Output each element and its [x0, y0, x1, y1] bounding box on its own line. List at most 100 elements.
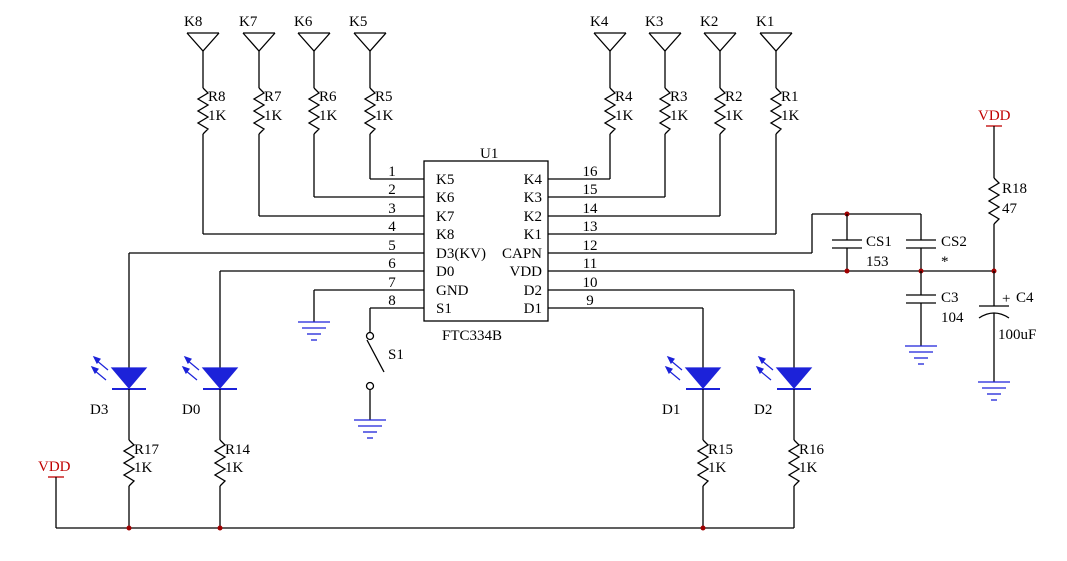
resistor-value: 1K [670, 108, 689, 124]
antenna-label: K6 [294, 14, 313, 30]
pin-number: 1 [388, 164, 396, 180]
pin-name: K2 [524, 209, 542, 225]
vdd-label: VDD [38, 459, 71, 475]
ic-body [423, 160, 549, 322]
polarity-mark: + [1002, 291, 1010, 307]
cap-value: 104 [941, 310, 964, 326]
cap-value: 153 [866, 254, 889, 270]
pin-number: 8 [388, 293, 396, 309]
cap-ref: C3 [941, 290, 959, 306]
led-d1-icon [684, 367, 722, 389]
ic-left-pin-numbers: 1 2 3 4 5 6 7 8 [388, 164, 396, 309]
pin-name: VDD [510, 264, 543, 280]
led-d3-icon [110, 367, 148, 389]
resistor-ref: R8 [208, 89, 226, 105]
resistor-value: 47 [1002, 201, 1018, 217]
pin-name: K1 [524, 227, 542, 243]
ic-right-pin-numbers: 16 15 14 13 12 11 10 9 [583, 164, 599, 309]
led-branch-d2: D2 R16 1K [754, 290, 825, 528]
pin-name: D2 [524, 283, 542, 299]
resistor-ref: R5 [375, 89, 393, 105]
pin-name: D1 [524, 301, 542, 317]
ic-left-pins [129, 178, 424, 309]
antenna-label: K8 [184, 14, 202, 30]
resistor-ref: R14 [225, 442, 251, 458]
ic-right-pin-names: K4 K3 K2 K1 CAPN VDD D2 D1 [502, 172, 543, 317]
resistor-value: 1K [225, 460, 244, 476]
pin-name: CAPN [502, 246, 542, 262]
resistor-ref: R3 [670, 89, 688, 105]
led-ref: D1 [662, 402, 680, 418]
resistor-ref: R17 [134, 442, 160, 458]
antenna-label: K7 [239, 14, 258, 30]
pin-name: K8 [436, 227, 454, 243]
capacitor-network: CS1 153 CS2 * C3 104 [811, 211, 967, 365]
pin-name: S1 [436, 301, 452, 317]
resistor-ref: R18 [1002, 181, 1027, 197]
resistor-ref: R2 [725, 89, 743, 105]
pin-name: D0 [436, 264, 454, 280]
resistor-ref: R15 [708, 442, 733, 458]
antenna-label: K2 [700, 14, 718, 30]
vdd-rail-bottom: VDD [38, 459, 794, 531]
cap-value: 100uF [998, 327, 1036, 343]
resistor-value: 1K [799, 460, 818, 476]
pin-number: 7 [388, 275, 396, 291]
cap-ref: CS2 [941, 234, 967, 250]
switch-ref: S1 [388, 347, 404, 363]
pin-number: 2 [388, 182, 396, 198]
pin-number: 16 [583, 164, 599, 180]
resistor-value: 1K [134, 460, 153, 476]
resistor-value: 1K [708, 460, 727, 476]
led-d0-icon [201, 367, 239, 389]
ground-symbol-pin7 [298, 290, 330, 341]
resistor-value: 1K [319, 108, 338, 124]
touch-key-k1: K1 R1 1K [756, 14, 800, 234]
pin-number: 6 [388, 256, 396, 272]
ic-u1: U1 FTC334B 1 2 3 4 5 6 7 8 K5 K6 K7 K [129, 146, 994, 344]
led-ref: D3 [90, 402, 108, 418]
resistor-value: 1K [208, 108, 227, 124]
resistor-ref: R16 [799, 442, 825, 458]
supply-filter: VDD R18 47 + C4 100uF [978, 108, 1036, 401]
pin-name: K5 [436, 172, 454, 188]
pin-number: 14 [583, 201, 599, 217]
resistor-ref: R7 [264, 89, 282, 105]
touch-key-k4: K4 R4 1K [590, 14, 634, 179]
switch-s1: S1 [354, 308, 404, 439]
led-d2-icon [775, 367, 813, 389]
ic-part: FTC334B [442, 328, 502, 344]
resistor-ref: R4 [615, 89, 633, 105]
resistor-value: 1K [725, 108, 744, 124]
ic-left-pin-names: K5 K6 K7 K8 D3(KV) D0 GND S1 [436, 172, 486, 317]
pin-number: 11 [583, 256, 597, 272]
led-ref: D2 [754, 402, 772, 418]
ic-ref: U1 [480, 146, 498, 162]
led-ref: D0 [182, 402, 200, 418]
resistor-value: 1K [781, 108, 800, 124]
touch-key-k7: K7 R7 1K [239, 14, 283, 216]
cap-ref: C4 [1016, 290, 1034, 306]
pin-number: 3 [388, 201, 396, 217]
cap-value: * [941, 254, 949, 270]
pin-number: 12 [583, 238, 598, 254]
vdd-label: VDD [978, 108, 1011, 124]
resistor-value: 1K [615, 108, 634, 124]
pin-name: K3 [524, 190, 542, 206]
ic-right-pins [548, 178, 994, 309]
resistor-ref: R6 [319, 89, 337, 105]
pin-name: K6 [436, 190, 455, 206]
led-branch-d1: D1 R15 1K [662, 308, 733, 528]
antenna-label: K4 [590, 14, 609, 30]
touch-key-k5: K5 R5 1K [349, 14, 394, 179]
touch-key-k8: K8 R8 1K [184, 14, 227, 234]
antenna-label: K3 [645, 14, 663, 30]
pin-name: D3(KV) [436, 246, 486, 262]
touch-key-k3: K3 R3 1K [645, 14, 689, 197]
pin-number: 15 [583, 182, 598, 198]
pin-number: 4 [388, 219, 396, 235]
led-branch-d3: D3 R17 1K [90, 253, 160, 528]
resistor-value: 1K [375, 108, 394, 124]
resistor-value: 1K [264, 108, 283, 124]
